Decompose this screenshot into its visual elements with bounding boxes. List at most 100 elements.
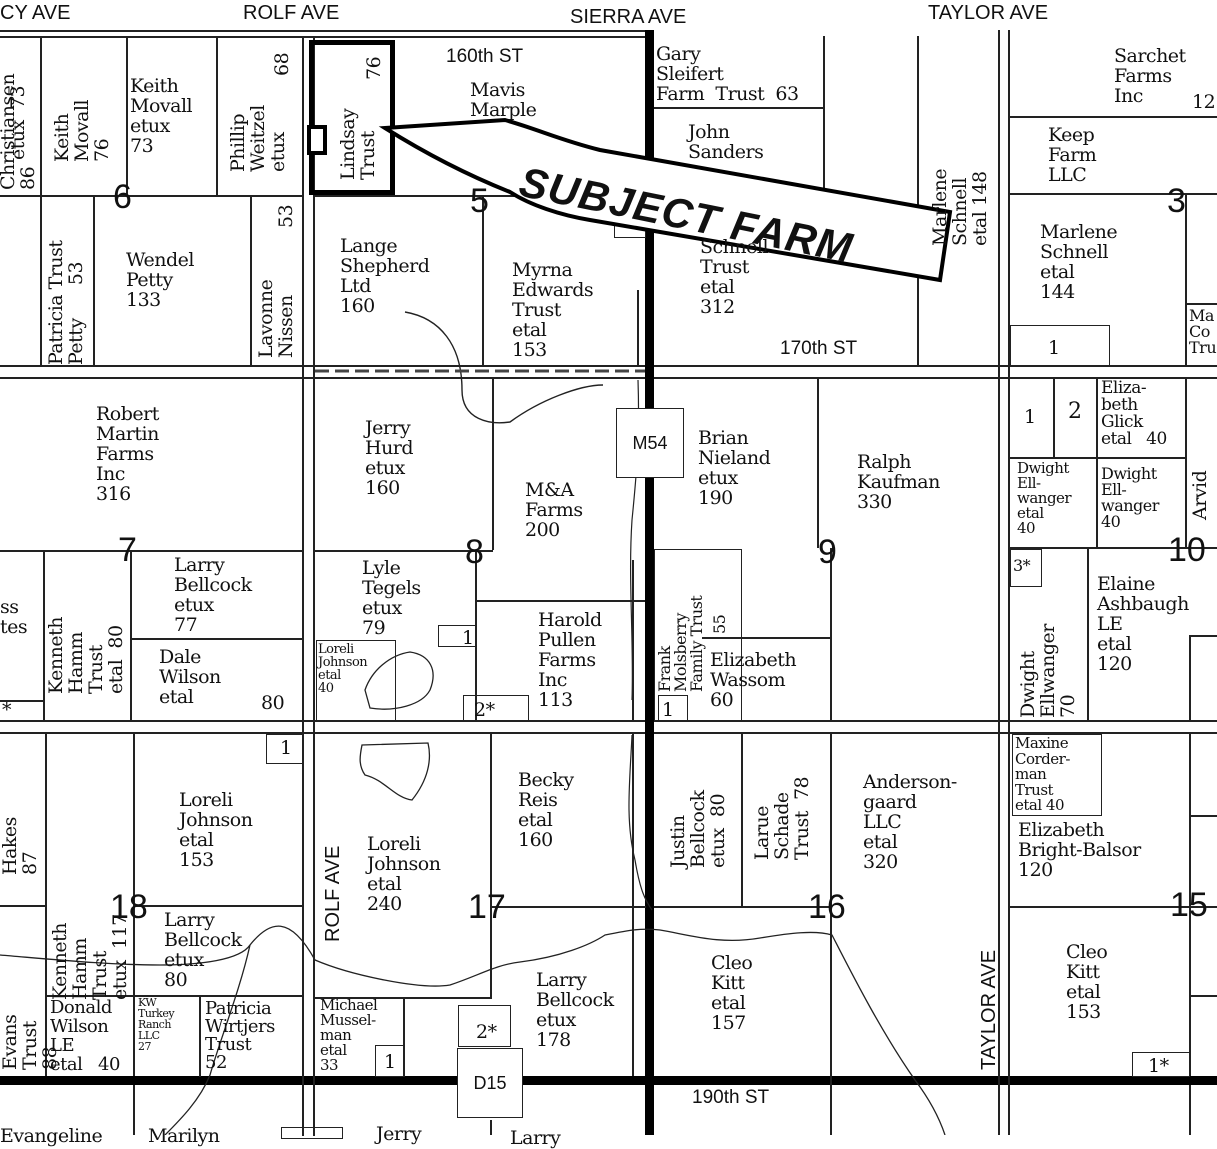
parcel-line — [741, 734, 743, 906]
parcel-line — [250, 195, 252, 365]
parcel-bottom-jerry[interactable]: Jerry — [376, 1123, 422, 1145]
road-line — [0, 36, 645, 38]
parcel-lindsay-trust[interactable]: Lindsay Trust — [337, 108, 379, 180]
parcel-elaine-ashbaugh[interactable]: Elaine Ashbaugh LE etal 120 — [1097, 573, 1189, 675]
section-number: 9 — [818, 533, 837, 571]
parcel-myrna-edwards[interactable]: Myrna Edwards Trust etal 153 — [512, 259, 594, 361]
parcel-lyle-tegels[interactable]: Lyle Tegels etux 79 — [362, 557, 421, 639]
parcel-line — [403, 997, 405, 1077]
parcel-line — [490, 734, 492, 999]
parcel-larry-bellcock-77[interactable]: Larry Bellcock etux 77 — [174, 554, 252, 636]
section-number: 16 — [808, 888, 846, 926]
parcel-jerry-hurd[interactable]: Jerry Hurd etux 160 — [365, 417, 414, 499]
parcel-lot-1-star[interactable]: 1* — [1148, 1055, 1169, 1077]
parcel-dwight-ellwanger-70[interactable]: Dwight Ellwanger 70 — [1017, 624, 1079, 718]
parcel-frank-molsberry-acres: 55 — [710, 614, 729, 634]
parcel-schnell-trust[interactable]: Schnell Trust etal 312 — [700, 236, 769, 318]
parcel-lot-2-star-s17[interactable]: 2* — [476, 1021, 497, 1043]
parcel-loreli-johnson-153[interactable]: Loreli Johnson etal 153 — [179, 789, 253, 871]
road-label-160th-st: 160th ST — [446, 46, 524, 67]
parcel-patricia-wirtjers[interactable]: Patricia Wirtjers Trust 52 — [205, 998, 275, 1073]
parcel-phillip-weitzel[interactable]: Phillip Weitzel etux — [227, 105, 289, 172]
parcel-keep-farm[interactable]: Keep Farm LLC — [1048, 124, 1097, 186]
parcel-elizabeth-wassom[interactable]: Elizabeth Wassom 60 — [710, 649, 797, 711]
parcel-patricia-trust-petty[interactable]: Patricia Trust Petty 53 — [45, 240, 87, 365]
parcel-mavis-marple[interactable]: Mavis Marple — [470, 79, 537, 121]
parcel-kw-turkey-ranch[interactable]: KW Turkey Ranch LLC 27 — [138, 996, 175, 1053]
parcel-dwight-ellwanger-2[interactable]: Dwight Ell- wanger 40 — [1101, 464, 1159, 531]
parcel-larue-schade[interactable]: Larue Schade Trust 78 — [751, 776, 813, 860]
parcel-michael-musselman[interactable]: Michael Mussel- man etal 33 — [320, 996, 378, 1074]
parcel-arvid[interactable]: Arvid — [1189, 470, 1211, 520]
parcel-lot-1-s18[interactable]: 1 — [280, 737, 292, 759]
parcel-loreli-johnson-240[interactable]: Loreli Johnson etal 240 — [367, 833, 441, 915]
parcel-line — [702, 637, 832, 639]
parcel-bottom-evangeline[interactable]: Evangeline — [0, 1125, 103, 1147]
subject-parcel-lindsay-trust[interactable] — [309, 40, 395, 195]
parcel-donald-wilson[interactable]: Donald Wilson LE etal 40 — [50, 997, 120, 1075]
parcel-lot-2-star[interactable]: 2* — [474, 699, 495, 721]
parcel-keith-movall-73[interactable]: Keith Movall etux 73 — [130, 75, 193, 157]
parcel-larry-bellcock-178[interactable]: Larry Bellcock etux 178 — [536, 969, 614, 1051]
parcel-lange-shepherd[interactable]: Lange Shepherd Ltd 160 — [340, 235, 430, 317]
parcel-elizabeth-glick[interactable]: Eliza- beth Glick etal 40 — [1101, 378, 1167, 449]
parcel-gary-sleifert[interactable]: Gary Sleifert Farm Trust 63 — [656, 43, 799, 105]
parcel-line — [492, 378, 494, 550]
parcel-line — [654, 107, 824, 109]
parcel-lot-1-s17[interactable]: 1 — [384, 1051, 396, 1073]
parcel-lavonne-nissen[interactable]: Lavonne Nissen — [255, 279, 297, 358]
parcel-becky-reis[interactable]: Becky Reis etal 160 — [518, 769, 574, 851]
parcel-bottom-larry[interactable]: Larry — [510, 1127, 561, 1149]
road-label-170th-st: 170th ST — [780, 338, 858, 359]
parcel-line — [1185, 378, 1187, 548]
parcel-marlene-schnell-144[interactable]: Marlene Schnell etal 144 — [1040, 221, 1118, 303]
parcel-box — [658, 695, 688, 722]
parcel-dwight-ellwanger-1[interactable]: Dwight Ell- wanger etal 40 — [1017, 459, 1072, 537]
parcel-line — [0, 905, 45, 907]
road-line-sierra — [645, 30, 654, 1135]
parcel-andersongaard[interactable]: Anderson- gaard LLC etal 320 — [863, 771, 957, 873]
parcel-maxine-partial[interactable]: Ma Co Tru — [1189, 306, 1217, 357]
parcel-sarchet-farms[interactable]: Sarchet Farms Inc — [1114, 45, 1186, 107]
parcel-brian-nieland[interactable]: Brian Nieland etux 190 — [698, 427, 771, 509]
parcel-box — [1012, 734, 1102, 816]
parcel-line — [133, 1085, 135, 1135]
parcel-lot-1-s10[interactable]: 1 — [1024, 406, 1036, 428]
parcel-dale-wilson[interactable]: Dale Wilson etal — [159, 646, 221, 708]
parcel-harold-pullen-farms[interactable]: Harold Pullen Farms Inc 113 — [538, 609, 602, 711]
parcel-lot-1[interactable]: 1 — [1048, 337, 1060, 359]
parcel-partial-left[interactable]: ss tes — [0, 596, 28, 638]
parcel-john-sanders[interactable]: John Sanders — [688, 121, 764, 163]
parcel-frank-molsberry[interactable]: Frank Molsberry Family Trust — [655, 595, 706, 692]
parcel-ralph-kaufman[interactable]: Ralph Kaufman 330 — [857, 451, 940, 513]
parcel-keith-movall-76[interactable]: Keith Movall 76 — [51, 99, 113, 162]
parcel-wendel-petty[interactable]: Wendel Petty 133 — [126, 249, 194, 311]
parcel-box — [1132, 1052, 1190, 1077]
parcel-justin-bellcock[interactable]: Justin Bellcock etux 80 — [667, 790, 729, 868]
parcel-line — [482, 195, 484, 365]
parcel-maxine-corderman[interactable]: Maxine Corder- man Trust etal 40 — [1015, 734, 1070, 814]
parcel-robert-martin-farms[interactable]: Robert Martin Farms Inc 316 — [96, 403, 159, 505]
parcel-lot-2-s10[interactable]: 2 — [1068, 399, 1082, 424]
parcel-bottom-marilyn[interactable]: Marilyn — [148, 1125, 220, 1147]
parcel-kenneth-hamm-80[interactable]: Kenneth Hamm Trust etal 80 — [45, 616, 127, 694]
section-number: 8 — [465, 533, 484, 571]
parcel-lot-1-s8[interactable]: 1 — [462, 627, 474, 649]
road-line-rolf — [302, 36, 304, 1136]
parcel-hakes[interactable]: Hakes 87 — [0, 817, 41, 875]
parcel-marlene-schnell-148[interactable]: Marlene Schnell etal 148 — [929, 168, 991, 246]
parcel-ma-farms[interactable]: M&A Farms 200 — [525, 479, 583, 541]
parcel-lot-3-star[interactable]: 3* — [1013, 556, 1031, 575]
parcel-line — [315, 550, 493, 552]
parcel-cleo-kitt-153[interactable]: Cleo Kitt etal 153 — [1066, 941, 1108, 1023]
parcel-notch — [307, 125, 327, 155]
parcel-loreli-johnson-40[interactable]: Loreli Johnson etal 40 — [318, 642, 368, 696]
parcel-kenneth-hamm-117[interactable]: Kenneth Hamm Trust etux 117 — [49, 914, 131, 1000]
road-line-rolf — [313, 36, 315, 1136]
parcel-elizabeth-bright-balsor[interactable]: Elizabeth Bright-Balsor 120 — [1018, 819, 1141, 881]
parcel-christiansen-etux[interactable]: etux 73 — [7, 85, 29, 160]
parcel-cleo-kitt-157[interactable]: Cleo Kitt etal 157 — [711, 952, 753, 1034]
parcel-lot-1-s9[interactable]: 1 — [662, 699, 674, 721]
parcel-line — [1010, 116, 1217, 118]
parcel-larry-bellcock-80[interactable]: Larry Bellcock etux 80 — [164, 909, 242, 991]
